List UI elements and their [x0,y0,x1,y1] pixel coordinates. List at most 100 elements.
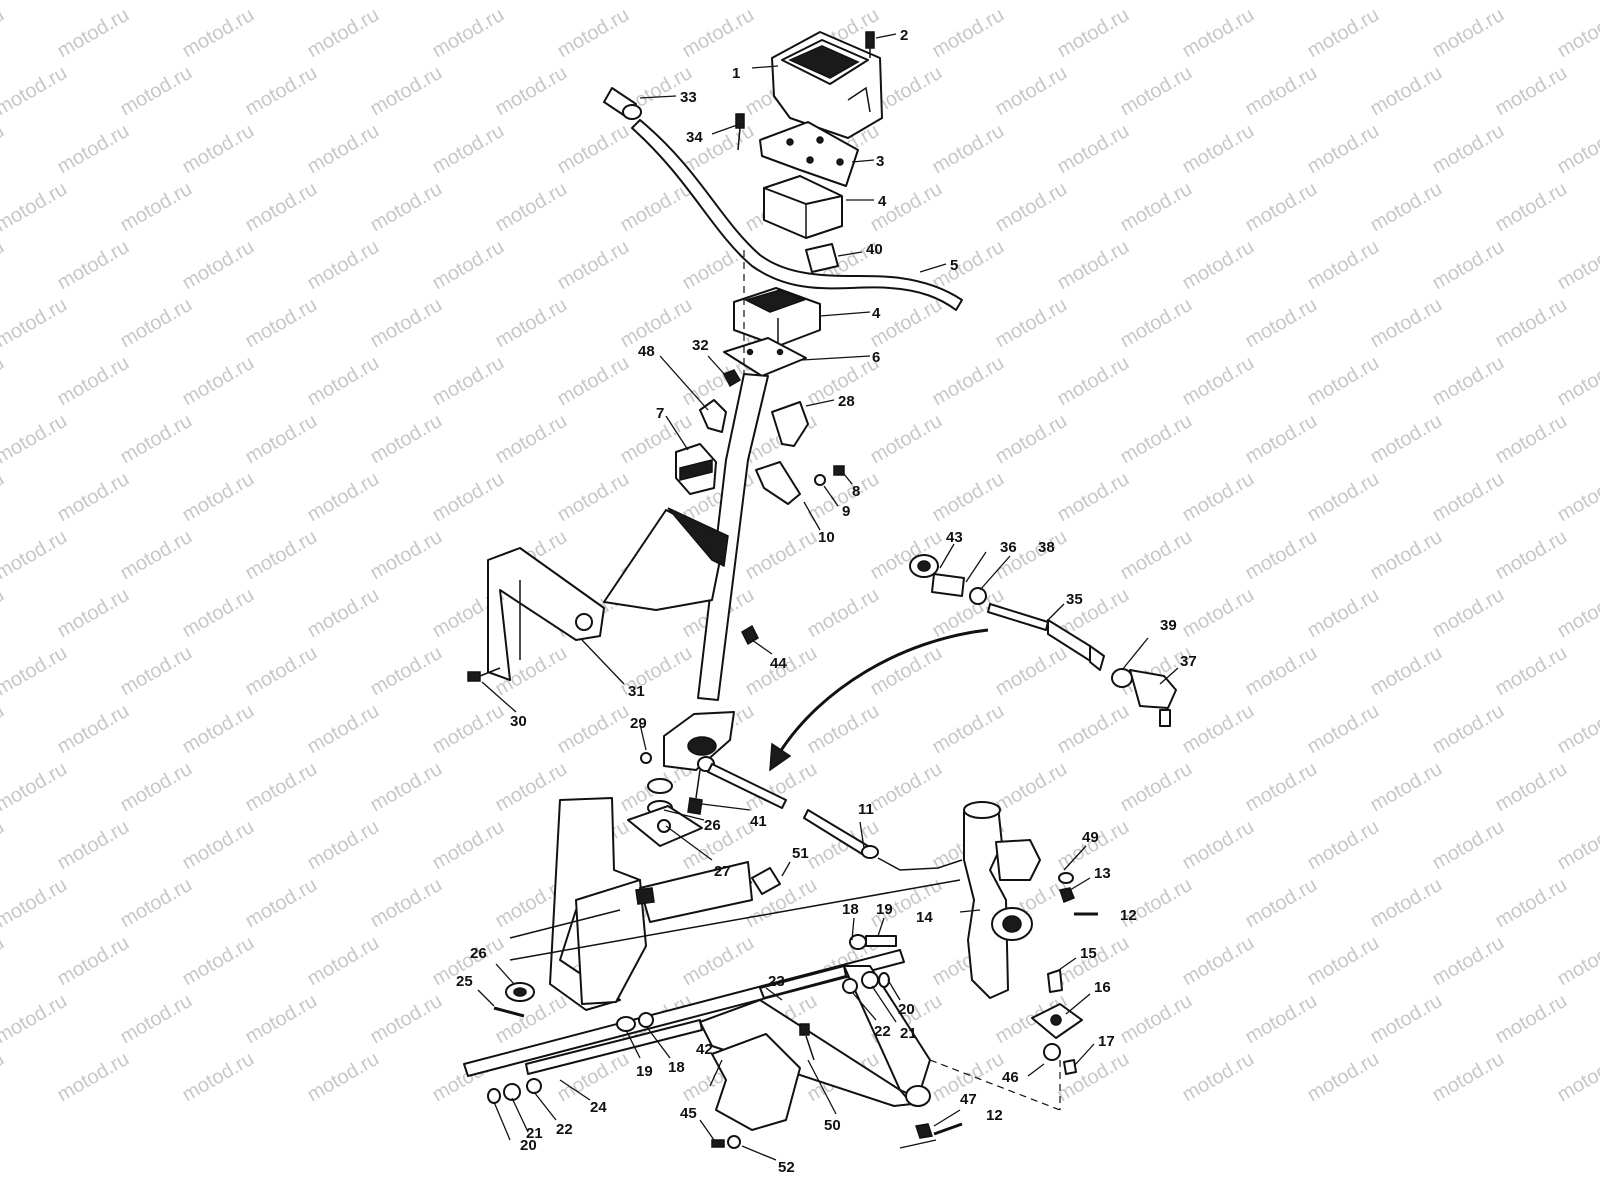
watermark-text: motod.ru [1554,932,1600,991]
callout-25: 25 [456,973,473,990]
watermark-text: motod.ru [0,584,8,643]
callout-47: 47 [960,1091,977,1108]
watermark-text: motod.ru [179,584,258,643]
watermark-text: motod.ru [54,4,133,63]
column-bolt [687,769,703,815]
watermark-text: motod.ru [1242,526,1321,585]
callout-34: 34 [686,129,703,146]
watermark-text: motod.ru [367,874,446,933]
watermark-text: motod.ru [429,816,508,875]
watermark-text: motod.ru [1429,236,1508,295]
watermark-text: motod.ru [179,352,258,411]
watermark-text: motod.ru [1117,62,1196,121]
watermark-text: motod.ru [1117,990,1196,1049]
watermark-text: motod.ru [1054,1048,1133,1107]
callout-51: 51 [792,845,809,862]
watermark-text: motod.ru [117,990,196,1049]
watermark-text: motod.ru [1054,120,1133,179]
watermark-text: motod.ru [1367,178,1446,237]
watermark-text: motod.ru [179,236,258,295]
watermark-text: motod.ru [1554,1048,1600,1107]
callout-21-left: 21 [526,1125,543,1142]
watermark-text: motod.ru [117,410,196,469]
watermark-text: motod.ru [554,4,633,63]
watermark-text: motod.ru [992,758,1071,817]
watermark-text: motod.ru [304,4,383,63]
callout-36: 36 [1000,539,1017,556]
callout-21-right: 21 [900,1025,917,1042]
watermark-text: motod.ru [1492,990,1571,1049]
steering-knuckle [963,801,1041,999]
watermark-text: motod.ru [1429,1048,1508,1107]
watermark-text: motod.ru [1429,120,1508,179]
watermark-text: motod.ru [492,294,571,353]
upper-clamp-block [763,175,843,239]
watermark-text: motod.ru [1429,816,1508,875]
watermark-text: motod.ru [429,352,508,411]
watermark-text: motod.ru [742,0,821,4]
pad-screw [865,31,875,58]
watermark-text: motod.ru [1242,410,1321,469]
watermark-text: motod.ru [367,990,446,1049]
watermark-text: motod.ru [0,642,71,701]
column-bracket [603,507,729,611]
watermark-text: motod.ru [242,990,321,1049]
watermark-text: motod.ru [429,120,508,179]
watermark-text: motod.ru [1492,294,1571,353]
watermark-text: motod.ru [1367,410,1446,469]
tie-rod-assembly [909,554,1177,727]
watermark-text: motod.ru [179,932,258,991]
watermark-text: motod.ru [117,758,196,817]
ball-joint [929,969,1083,1111]
watermark-text: motod.ru [304,236,383,295]
callout-19-upper: 19 [876,901,893,918]
watermark-text: motod.ru [54,816,133,875]
watermark-text: motod.ru [54,932,133,991]
watermark-text: motod.ru [1492,642,1571,701]
skid-fasteners [711,1023,815,1149]
watermark-text: motod.ru [242,526,321,585]
watermark-text: motod.ru [679,4,758,63]
watermark-text: motod.ru [1242,642,1321,701]
callout-44: 44 [770,655,787,672]
callout-22-left: 22 [556,1121,573,1138]
watermark-text: motod.ru [804,584,883,643]
lower-plate [627,805,703,847]
callout-41: 41 [750,813,767,830]
watermark-text: motod.ru [554,700,633,759]
callout-24: 24 [590,1099,607,1116]
watermark-text: motod.ru [1554,584,1600,643]
tie-rod-left [697,756,963,871]
watermark-text: motod.ru [1492,0,1571,4]
watermark-text: motod.ru [1242,0,1321,4]
watermark-text: motod.ru [867,758,946,817]
watermark-text: motod.ru [1242,990,1321,1049]
watermark-text: motod.ru [867,410,946,469]
watermark-text: motod.ru [867,0,946,4]
top-clamp-plate [759,121,859,187]
callout-4-upper: 4 [878,193,887,210]
callout-8: 8 [852,483,860,500]
watermark-text: motod.ru [242,62,321,121]
watermark-text: motod.ru [304,352,383,411]
watermark-text: motod.ru [1054,4,1133,63]
watermark-text: motod.ru [1304,120,1383,179]
watermark-text: motod.ru [929,700,1008,759]
callout-28: 28 [838,393,855,410]
a-arm-bushings [487,934,897,1104]
watermark-text: motod.ru [1117,410,1196,469]
watermark-text: motod.ru [179,4,258,63]
watermark-text: motod.ru [992,294,1071,353]
callout-14: 14 [916,909,933,926]
shim [805,243,839,273]
watermark-text: motod.ru [617,0,696,4]
watermark-text: motod.ru [929,352,1008,411]
watermark-text: motod.ru [617,178,696,237]
callout-43: 43 [946,529,963,546]
callout-18-upper: 18 [842,901,859,918]
callout-29: 29 [630,715,647,732]
watermark-text: motod.ru [1304,816,1383,875]
callout-30: 30 [510,713,527,730]
callout-20-right: 20 [898,1001,915,1018]
watermark-text: motod.ru [304,584,383,643]
